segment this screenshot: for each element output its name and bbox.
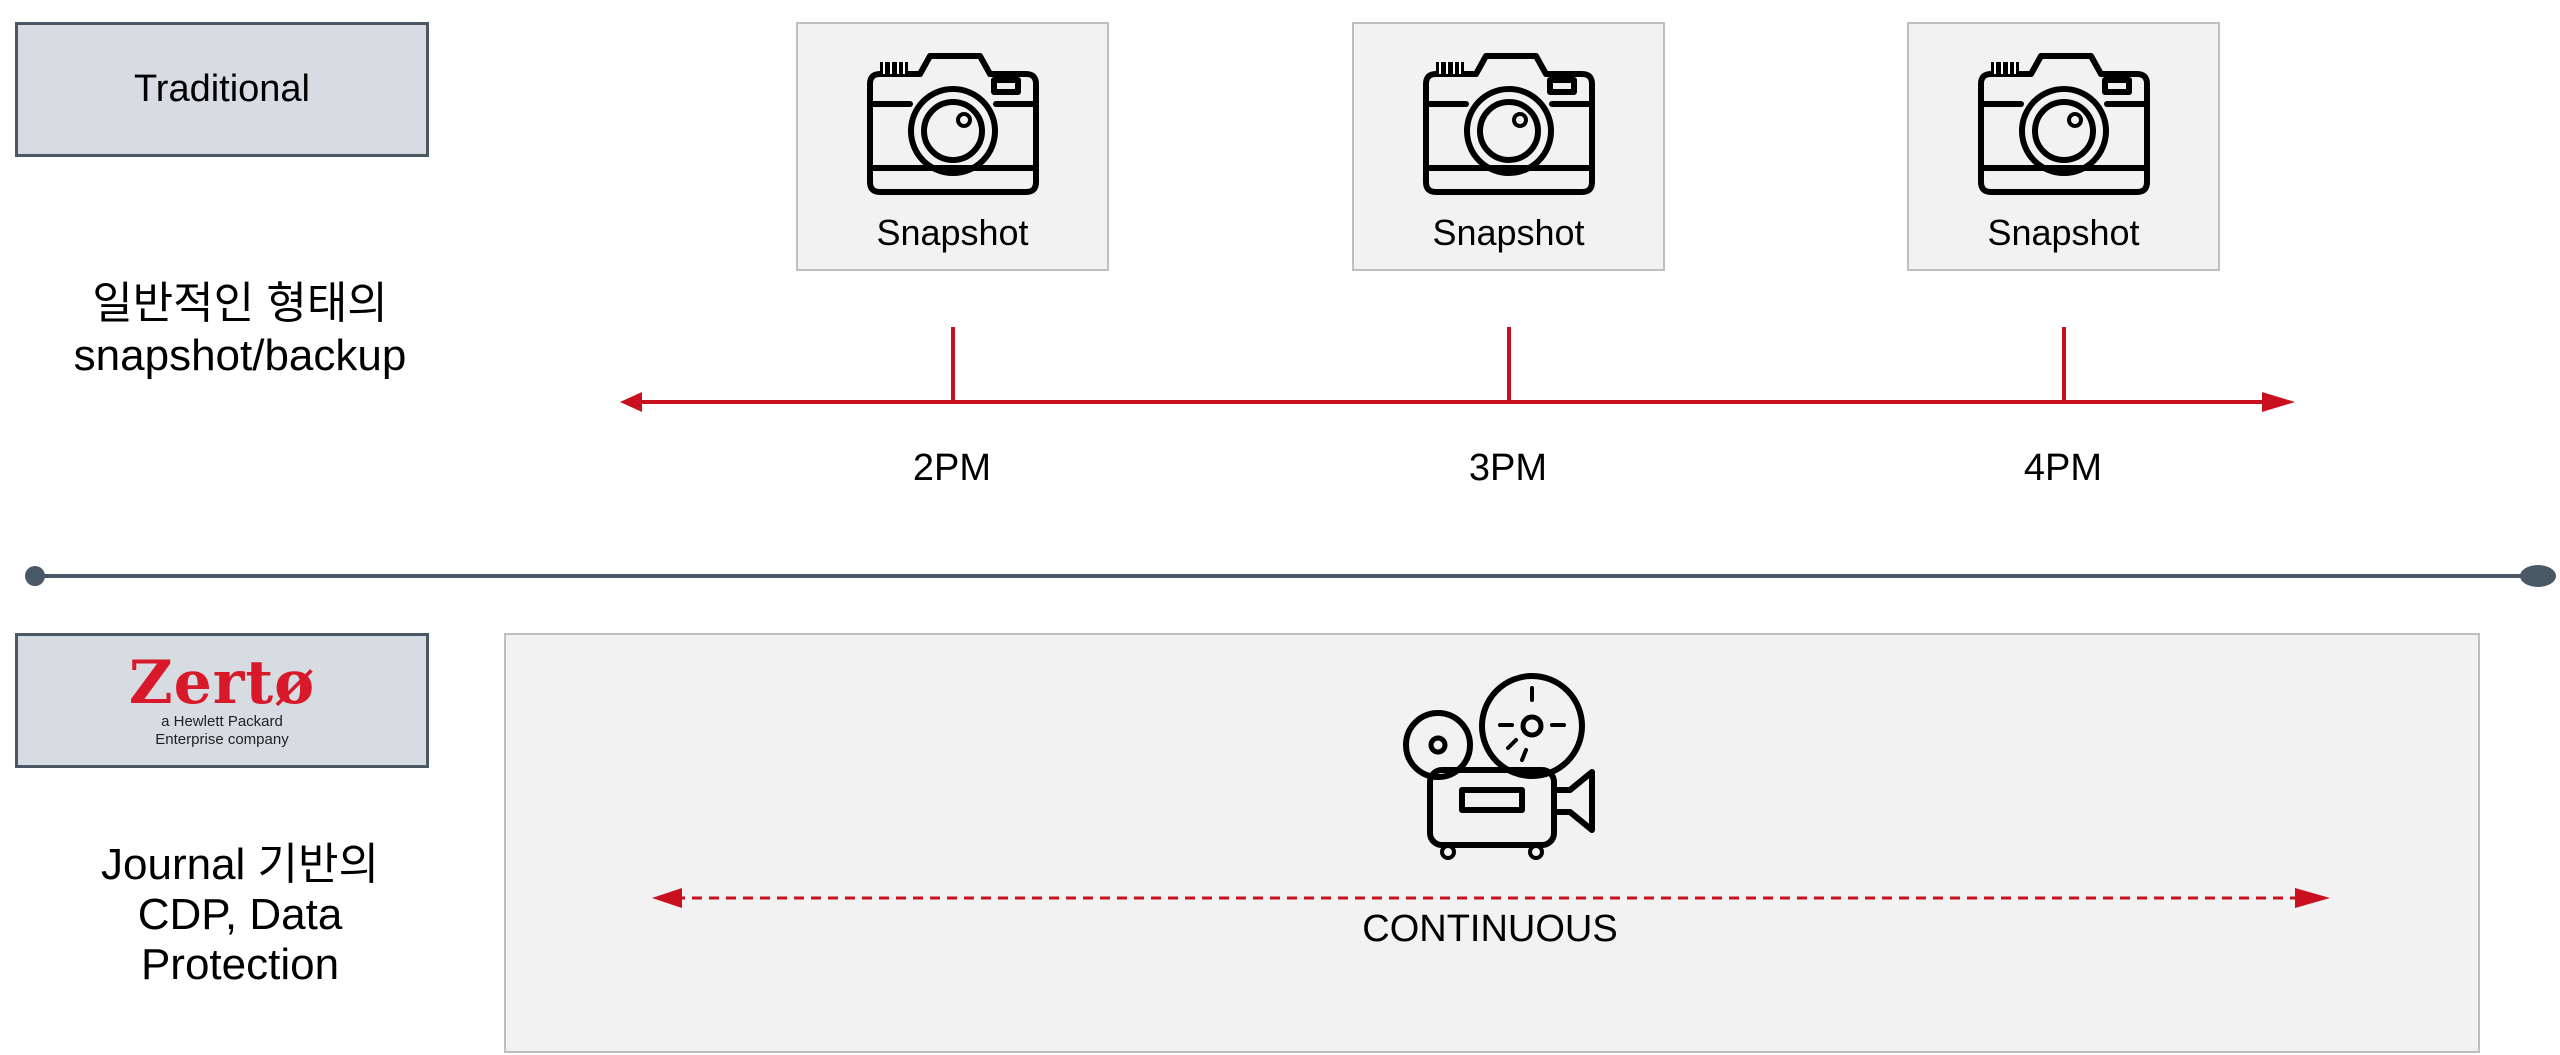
snapshot-card-1: Snapshot: [796, 22, 1109, 271]
zerto-logo: Zertø: [128, 647, 316, 718]
snapshot-label-1: Snapshot: [876, 212, 1029, 253]
zerto-description-line2: CDP, Data: [137, 890, 343, 939]
time-label-3: 4PM: [2023, 447, 2103, 489]
traditional-description-line2: snapshot/backup: [73, 331, 407, 380]
traditional-description: 일반적인 형태의 snapshot/backup: [20, 278, 460, 382]
zerto-tagline-line2: Enterprise company: [155, 730, 289, 748]
zerto-tagline-line1: a Hewlett Packard: [161, 712, 283, 730]
camera-icon: [867, 53, 1039, 195]
section-divider: [25, 565, 2556, 587]
time-label-1: 2PM: [912, 447, 992, 489]
snapshot-card-3: Snapshot: [1907, 22, 2220, 271]
camera-icon: [1423, 53, 1595, 195]
continuous-timeline: [652, 888, 2330, 908]
timeline-arrow-right: [2262, 392, 2295, 412]
continuous-arrow-right: [2295, 888, 2330, 908]
snapshot-timeline: [620, 327, 2295, 412]
camera-icon: [1978, 53, 2150, 195]
timeline-arrow-left: [620, 392, 642, 412]
snapshot-label-3: Snapshot: [1987, 212, 2140, 253]
traditional-label-box: Traditional: [15, 22, 429, 157]
snapshot-label-2: Snapshot: [1432, 212, 1585, 253]
traditional-label: Traditional: [133, 68, 310, 110]
snapshot-card-2: Snapshot: [1352, 22, 1665, 271]
zerto-description: Journal 기반의 CDP, Data Protection: [20, 840, 460, 990]
zerto-description-line3: Protection: [140, 940, 340, 989]
film-projector-icon: [1403, 673, 1595, 860]
traditional-description-line1: 일반적인 형태의: [92, 279, 388, 328]
continuous-label: CONTINUOUS: [1362, 908, 1618, 950]
zerto-description-line1: Journal 기반의: [101, 840, 379, 889]
time-label-2: 3PM: [1468, 447, 1548, 489]
continuous-arrow-left: [652, 888, 682, 908]
zerto-logo-box: Zertø a Hewlett Packard Enterprise compa…: [15, 633, 429, 768]
